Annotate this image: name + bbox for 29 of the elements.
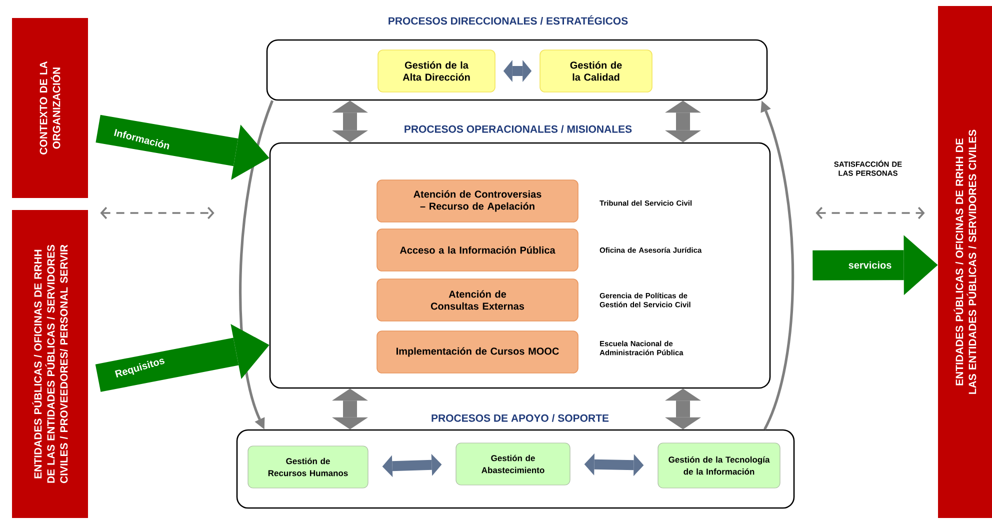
dashed-arrow	[816, 206, 925, 220]
side-panel: ENTIDADES PÚBLICAS / OFICINAS DE RRHH DE LAS ENTIDADES PÚBLICAS / SERVIDORES CIVILES	[938, 6, 992, 518]
double-arrow	[332, 388, 368, 430]
process-box: Acceso a la Información Pública	[376, 228, 578, 272]
process-box: Implementación de Cursos MOOC	[376, 330, 578, 374]
process-box: Gestión de la Alta Dirección	[378, 50, 496, 92]
process-box: Gestión de Recursos Humanos	[248, 446, 368, 488]
process-box: Gestión de la Tecnología de la Información	[658, 442, 780, 488]
edge-label: servicios	[848, 261, 892, 269]
double-arrow	[503, 60, 532, 82]
side-panel: CONTEXTO DE LA ORGANIZACIÓN	[12, 18, 88, 198]
group-heading: PROCESOS DE APOYO / SOPORTE	[432, 414, 609, 422]
double-arrow	[332, 100, 368, 142]
block-arrow	[812, 235, 938, 296]
dashed-arrow	[100, 206, 214, 220]
double-arrow	[382, 454, 442, 478]
side-panel: ENTIDADES PÚBLICAS / OFICINAS DE RRHH DE LAS ENTIDADES PÚBLICAS / SERVIDORES CIVILES / PROVEEDORES/ PERSONAL SERVIR	[12, 210, 88, 518]
process-box: Atención de Controversias – Recurso de Apelación	[376, 180, 578, 222]
curved-arrow	[760, 100, 794, 430]
process-box: Atención de Consultas Externas	[376, 278, 578, 322]
block-arrow	[96, 114, 270, 180]
block-arrow	[95, 324, 270, 392]
group-heading: PROCESOS OPERACIONALES / MISIONALES	[404, 125, 632, 133]
double-arrow	[665, 388, 701, 430]
group-heading: PROCESOS DIRECCIONALES / ESTRATÉGICOS	[388, 15, 628, 25]
double-arrow	[584, 453, 644, 476]
double-arrow	[665, 100, 701, 142]
process-box: Gestión de Abastecimiento	[456, 442, 570, 486]
process-box: Gestión de la Calidad	[540, 50, 652, 92]
